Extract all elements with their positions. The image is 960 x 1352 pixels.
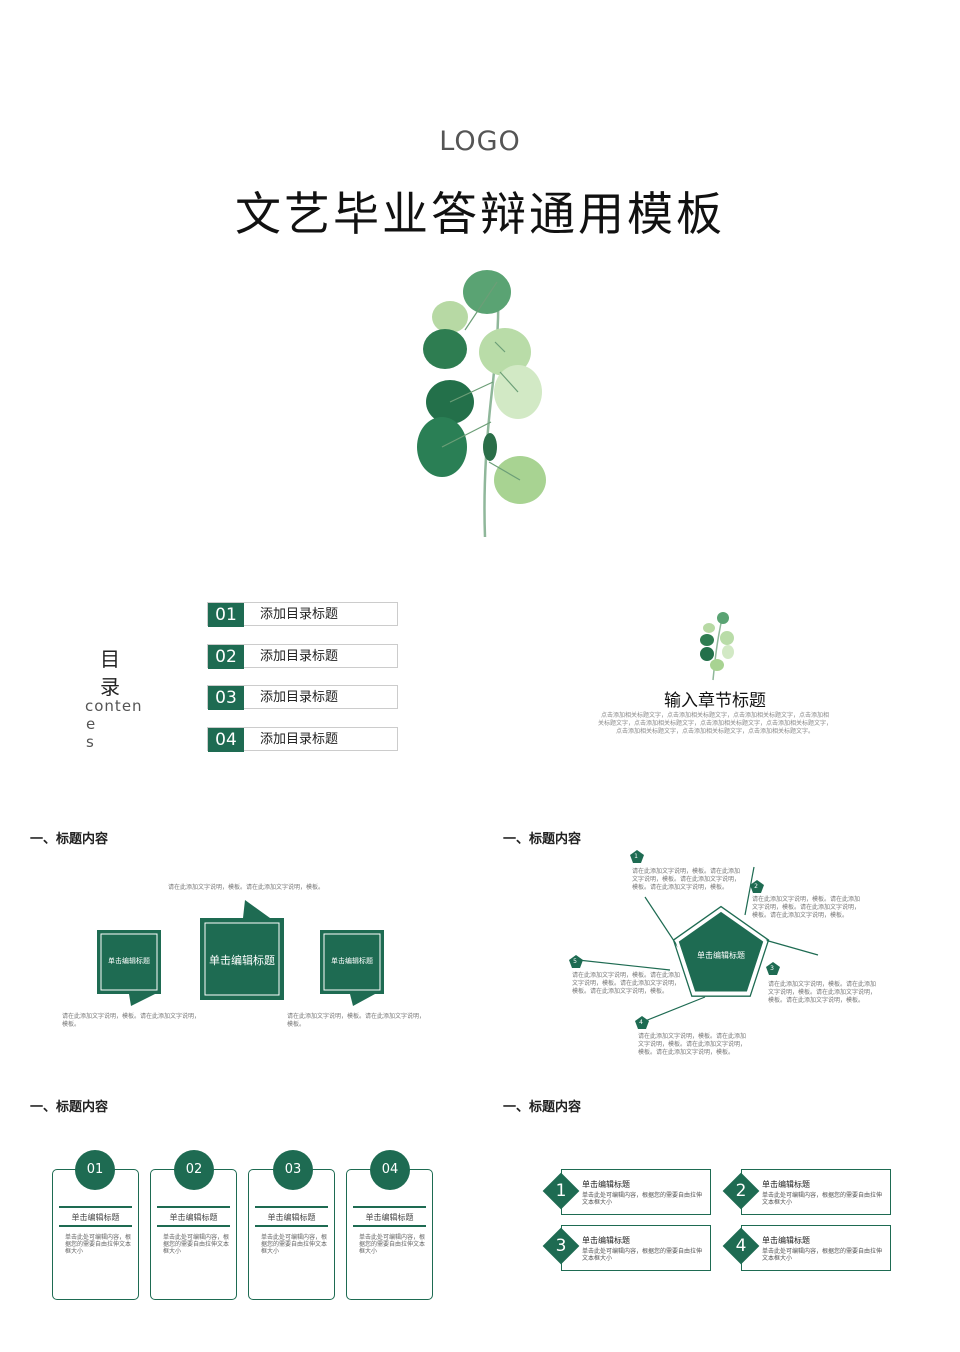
chapter-desc-2: 关标题文字，点击添加相关标题文字，点击添加相关标题文字，点击添加相关标题文字，	[597, 720, 832, 727]
pentagon-center-label[interactable]: 单击编辑标题	[697, 951, 745, 960]
bubble-center-label[interactable]: 单击编辑标题	[209, 954, 275, 967]
divider	[59, 1206, 132, 1208]
toc-num: 02	[208, 645, 244, 669]
box-number: 2	[735, 1181, 747, 1201]
toc-num: 04	[208, 728, 244, 752]
step-card-4[interactable]: 单击编辑标题 单击此处可编辑内容，根据您的需要自由拉伸文本框大小	[346, 1169, 433, 1300]
step-card-3[interactable]: 单击编辑标题 单击此处可编辑内容，根据您的需要自由拉伸文本框大小	[248, 1169, 335, 1300]
divider	[255, 1225, 328, 1227]
card-title: 单击编辑标题	[365, 1213, 414, 1222]
pentagon-num: 2	[754, 883, 758, 890]
right-desc: 请在此添加文字说明，模板。请在此添加文字说明，模板。	[287, 1013, 426, 1028]
box-text: 单击此处可编辑内容，根据您的需要自由拉伸文本框大小	[762, 1248, 883, 1262]
box-title: 单击编辑标题	[762, 1236, 810, 1245]
feature-box-1[interactable]: 单击编辑标题 单击此处可编辑内容，根据您的需要自由拉伸文本框大小	[561, 1169, 711, 1215]
box-title: 单击编辑标题	[582, 1180, 630, 1189]
toc-item-1[interactable]: 01 添加目录标题	[207, 602, 398, 627]
card-title: 单击编辑标题	[267, 1213, 316, 1222]
card-text: 单击此处可编辑内容，根据您的需要自由拉伸文本框大小	[359, 1234, 426, 1255]
pentagon-num: 5	[573, 958, 577, 965]
toc-num: 03	[208, 686, 244, 710]
toc-label: 添加目录标题	[260, 607, 339, 622]
toc-heading: 目录	[100, 647, 120, 699]
section-heading: 一、标题内容	[503, 1100, 582, 1115]
pentagon-num: 4	[639, 1019, 643, 1026]
top-desc: 请在此添加文字说明，模板。请在此添加文字说明，模板。	[168, 884, 325, 891]
pentagon-text: 请在此添加文字说明，模板。请在此添加文字说明，模板。请在此添加文字说明，模板。请…	[752, 896, 861, 919]
toc-item-4[interactable]: 04 添加目录标题	[207, 727, 398, 752]
toc-label: 添加目录标题	[260, 690, 339, 705]
box-text: 单击此处可编辑内容，根据您的需要自由拉伸文本框大小	[762, 1192, 883, 1206]
card-text: 单击此处可编辑内容，根据您的需要自由拉伸文本框大小	[163, 1234, 230, 1255]
toc-heading-en-2: e s	[86, 715, 96, 751]
toc-item-2[interactable]: 02 添加目录标题	[207, 644, 398, 669]
toc-heading-en-1: conten	[85, 697, 143, 715]
divider	[157, 1225, 230, 1227]
step-number-circle: 01	[75, 1150, 115, 1190]
section-heading: 一、标题内容	[503, 832, 582, 847]
pentagon-text: 请在此添加文字说明，模板。请在此添加文字说明，模板。请在此添加文字说明，模板。请…	[638, 1033, 747, 1056]
pentagon-text: 请在此添加文字说明，模板。请在此添加文字说明，模板。请在此添加文字说明，模板。请…	[632, 868, 741, 891]
card-text: 单击此处可编辑内容，根据您的需要自由拉伸文本框大小	[65, 1234, 132, 1255]
step-number-circle: 02	[174, 1150, 214, 1190]
box-title: 单击编辑标题	[582, 1236, 630, 1245]
feature-box-4[interactable]: 单击编辑标题 单击此处可编辑内容，根据您的需要自由拉伸文本框大小	[741, 1225, 891, 1271]
section-heading: 一、标题内容	[30, 1100, 109, 1115]
divider	[255, 1206, 328, 1208]
eucalyptus-branch-icon	[417, 270, 546, 538]
chapter-desc-3: 点击添加相关标题文字，点击添加相关标题文字，点击添加相关标题文字。	[615, 728, 814, 735]
divider	[353, 1225, 426, 1227]
step-card-1[interactable]: 单击编辑标题 单击此处可编辑内容，根据您的需要自由拉伸文本框大小	[52, 1169, 139, 1300]
divider	[353, 1206, 426, 1208]
pentagon-num: 3	[770, 965, 774, 972]
card-text: 单击此处可编辑内容，根据您的需要自由拉伸文本框大小	[261, 1234, 328, 1255]
box-text: 单击此处可编辑内容，根据您的需要自由拉伸文本框大小	[582, 1248, 703, 1262]
chapter-title: 输入章节标题	[664, 691, 766, 711]
toc-item-3[interactable]: 03 添加目录标题	[207, 685, 398, 710]
toc-label: 添加目录标题	[260, 732, 339, 747]
section-heading: 一、标题内容	[30, 832, 109, 847]
logo-text: LOGO	[439, 126, 521, 157]
divider	[157, 1206, 230, 1208]
box-number: 3	[555, 1236, 567, 1256]
left-desc: 请在此添加文字说明，模板。请在此添加文字说明，模板。	[62, 1013, 201, 1028]
toc-label: 添加目录标题	[260, 649, 339, 664]
feature-box-2[interactable]: 单击编辑标题 单击此处可编辑内容，根据您的需要自由拉伸文本框大小	[741, 1169, 891, 1215]
feature-box-3[interactable]: 单击编辑标题 单击此处可编辑内容，根据您的需要自由拉伸文本框大小	[561, 1225, 711, 1271]
toc-num: 01	[208, 603, 244, 627]
bubble-right-label[interactable]: 单击编辑标题	[331, 957, 373, 965]
bubble-left-label[interactable]: 单击编辑标题	[108, 957, 150, 965]
speech-bubbles-graphic	[97, 900, 384, 1006]
pentagon-text: 请在此添加文字说明，模板。请在此添加文字说明，模板。请在此添加文字说明，模板。请…	[768, 981, 877, 1004]
step-number-circle: 03	[273, 1150, 313, 1190]
divider	[59, 1225, 132, 1227]
box-number: 1	[555, 1181, 567, 1201]
pentagon-num: 1	[634, 853, 638, 860]
pentagon-text: 请在此添加文字说明，模板。请在此添加文字说明，模板。请在此添加文字说明，模板。请…	[572, 972, 681, 995]
step-number-circle: 04	[370, 1150, 410, 1190]
card-title: 单击编辑标题	[71, 1213, 120, 1222]
box-title: 单击编辑标题	[762, 1180, 810, 1189]
pentagon-diagram	[569, 850, 819, 1029]
card-title: 单击编辑标题	[169, 1213, 218, 1222]
chapter-desc-1: 点击添加相关标题文字，点击添加相关标题文字，点击添加相关标题文字，点击添加相	[600, 712, 829, 719]
box-text: 单击此处可编辑内容，根据您的需要自由拉伸文本框大小	[582, 1192, 703, 1206]
step-card-2[interactable]: 单击编辑标题 单击此处可编辑内容，根据您的需要自由拉伸文本框大小	[150, 1169, 237, 1300]
box-number: 4	[735, 1236, 747, 1256]
small-eucalyptus-icon	[700, 612, 734, 681]
cover-title: 文艺毕业答辩通用模板	[235, 187, 725, 241]
